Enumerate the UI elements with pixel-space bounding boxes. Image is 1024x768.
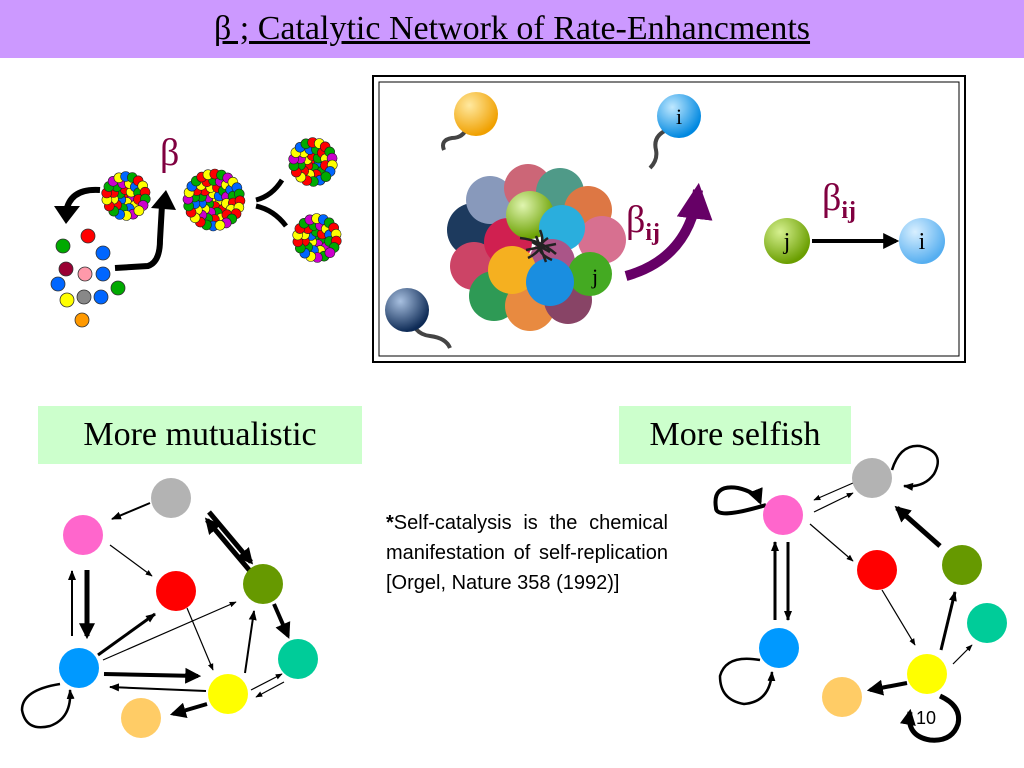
cluster-bead xyxy=(214,220,226,231)
node-gray xyxy=(151,478,191,518)
title-bar xyxy=(0,0,1024,58)
catalysis-arrow xyxy=(624,182,713,281)
label-mutualistic: More mutualistic xyxy=(38,406,362,464)
cluster-bead xyxy=(324,247,336,258)
catalysis-inset: i j βij j xyxy=(372,75,966,363)
catalytic-cluster: j xyxy=(447,164,626,331)
molecule-clusters xyxy=(101,137,342,263)
node-pink xyxy=(763,495,803,535)
orange-monomer xyxy=(441,92,498,151)
node-blue xyxy=(59,648,99,688)
node-j xyxy=(764,218,810,264)
mutualistic-nodes xyxy=(59,478,318,738)
replication-sketch: β xyxy=(50,132,342,328)
cluster-bead xyxy=(320,171,332,182)
beta-ij-label-2: βij xyxy=(822,177,856,224)
beta-ij-label-1: βij xyxy=(626,199,660,246)
self-catalysis-note: *Self-catalysis is the chemical manifest… xyxy=(386,508,668,598)
mutualistic-network xyxy=(20,478,318,738)
arrow-head-left xyxy=(54,206,80,224)
navy-monomer xyxy=(385,288,452,349)
node-peach xyxy=(822,677,862,717)
mutualistic-edges xyxy=(20,502,291,729)
node-i xyxy=(899,218,945,264)
node-red xyxy=(156,571,196,611)
node-i-label: i xyxy=(919,229,926,255)
note-asterisk: * xyxy=(386,512,394,534)
page-number: 10 xyxy=(916,708,937,728)
node-teal xyxy=(967,603,1007,643)
product-label-i: i xyxy=(676,104,682,129)
node-red xyxy=(857,550,897,590)
beta-label-topleft: β xyxy=(160,132,179,174)
slide-title: β ; Catalytic Network of Rate-Enhancment… xyxy=(213,10,811,47)
label-selfish: More selfish xyxy=(619,406,851,464)
product-monomer-i: i xyxy=(648,94,701,170)
node-yellow xyxy=(907,654,947,694)
note-text: Self-catalysis is the chemical manifesta… xyxy=(386,512,668,594)
node-olive xyxy=(243,564,283,604)
node-teal xyxy=(278,639,318,679)
monomer-pool xyxy=(50,228,126,328)
selfish-network xyxy=(713,444,1007,743)
node-olive xyxy=(942,545,982,585)
cluster-label-j: j xyxy=(591,264,598,289)
node-j-label: j xyxy=(783,229,791,255)
arrow-head-up xyxy=(151,190,176,210)
node-yellow xyxy=(208,674,248,714)
node-blue xyxy=(759,628,799,668)
node-peach xyxy=(121,698,161,738)
node-pink xyxy=(63,515,103,555)
selfish-nodes xyxy=(759,458,1007,717)
cluster-bead xyxy=(133,205,145,216)
node-gray xyxy=(852,458,892,498)
selfish-edges xyxy=(713,444,973,743)
